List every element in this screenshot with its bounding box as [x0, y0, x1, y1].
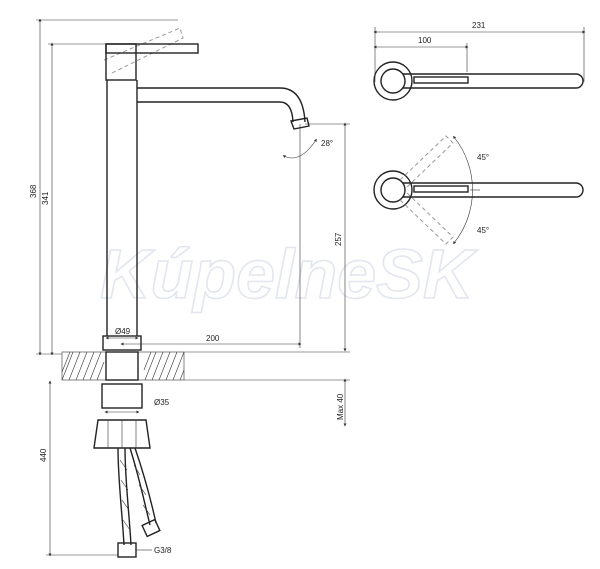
spout-angle-arc: [282, 138, 317, 159]
angle-arc: [453, 135, 473, 245]
top-view-rotation: 45° 45°: [373, 135, 584, 245]
handle-ghost-up: [399, 135, 454, 188]
dim-body-height: 341: [41, 191, 50, 205]
dim-below-counter: 440: [39, 448, 48, 462]
side-view: 368 341 257 440 Max 40 200 Ø49 28° Ø35 G…: [29, 18, 350, 558]
dim-base-diameter: Ø49: [115, 327, 131, 336]
counter-hatching: [61, 351, 185, 381]
body-inner-circle-2: [380, 177, 406, 203]
spout-top-2: [403, 182, 584, 198]
flex-hose-left: [117, 447, 132, 546]
spout-top: [403, 73, 584, 89]
flex-hose-right: [129, 447, 157, 526]
handle-ghost-down: [399, 192, 454, 245]
hose-connector-right: [141, 518, 161, 538]
dim-max-thickness: Max 40: [336, 393, 345, 420]
dim-angle-down: 45°: [477, 226, 489, 235]
dim-handle-length: 100: [418, 36, 432, 45]
dim-connection-thread: G3/8: [154, 546, 172, 555]
dim-angle-up: 45°: [477, 153, 489, 162]
dim-overall-length: 231: [472, 21, 486, 30]
dim-spout-height: 257: [334, 232, 343, 246]
body-outer-circle-2: [373, 170, 413, 210]
handle-ghost-position: [103, 27, 184, 75]
handle-slot: [413, 76, 469, 84]
spout-aerator: [290, 117, 310, 130]
shank-thread: [101, 383, 143, 409]
body-inner-circle: [380, 68, 406, 94]
handle-cap: [105, 43, 137, 81]
dim-shank-diameter: Ø35: [154, 398, 170, 407]
fixing-nut: [93, 419, 151, 449]
counter-top: [61, 351, 185, 381]
top-view-straight: 231 100: [373, 21, 586, 101]
lever-handle: [105, 43, 199, 54]
spout: [137, 87, 306, 123]
dim-spout-angle: 28°: [321, 139, 333, 148]
shank: [105, 351, 139, 381]
hose-connector-left: [117, 542, 137, 558]
handle-slot-2: [413, 185, 469, 193]
dim-spout-reach: 200: [206, 334, 220, 343]
dim-total-height: 368: [29, 184, 38, 198]
watermark-text: KúpelneSK: [100, 235, 478, 313]
body-column: [106, 80, 138, 336]
body-outer-circle: [373, 61, 413, 101]
